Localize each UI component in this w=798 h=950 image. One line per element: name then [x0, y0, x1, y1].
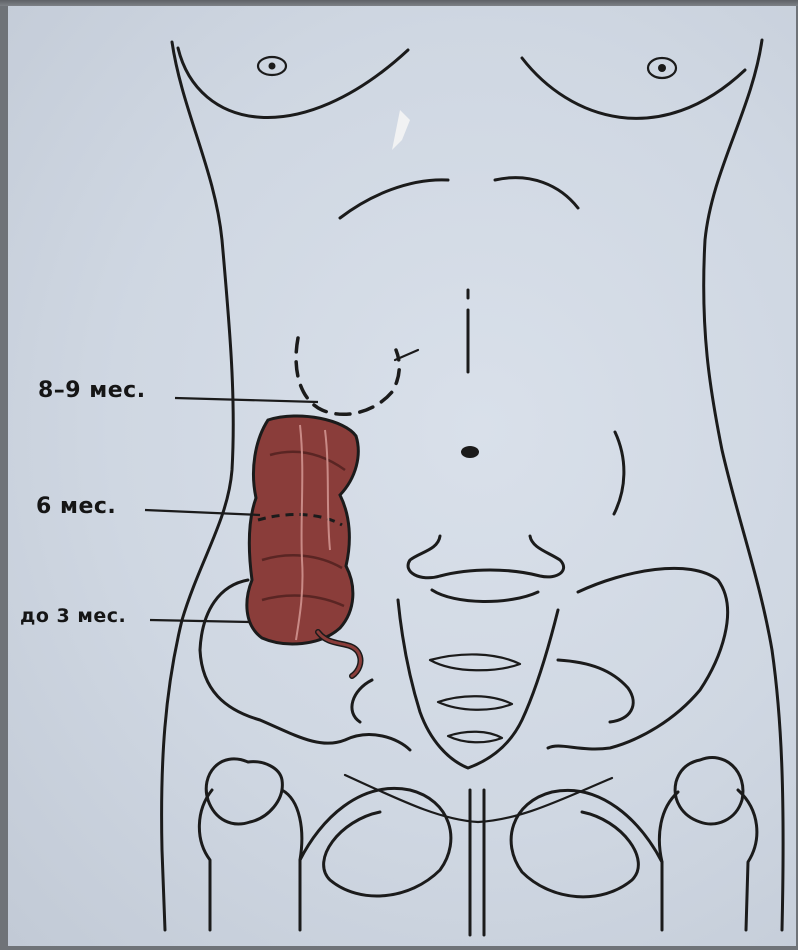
body-outline-left: [162, 42, 234, 930]
left-femoral-head: [206, 759, 282, 824]
vertebra-l5: [432, 590, 538, 602]
sacral-ala-left: [352, 680, 372, 722]
label-up-to-3-months: до 3 мес.: [20, 605, 126, 627]
left-obturator: [300, 788, 451, 896]
flank-curve: [614, 432, 624, 514]
pubic-symphysis: [470, 790, 484, 935]
rib-arch-right: [495, 178, 578, 208]
sacral-segment-1: [430, 654, 520, 670]
cecum-colon-illustration: [247, 416, 361, 676]
right-breast: [522, 58, 745, 118]
right-iliac-crest: [548, 568, 728, 749]
pelvic-floor: [345, 775, 612, 822]
sacral-segment-3: [448, 732, 502, 743]
label-8-9-months: 8–9 мес.: [38, 378, 146, 403]
right-femur: [659, 790, 756, 930]
rib-arch-left: [340, 180, 448, 218]
right-obturator: [511, 790, 662, 896]
sacral-segment-2: [438, 696, 512, 710]
leader-6-months: [145, 510, 260, 515]
leader-8-9-months: [175, 398, 318, 402]
sacral-ala-right: [558, 660, 633, 722]
right-femoral-head: [675, 758, 743, 824]
label-6-months: 6 мес.: [36, 494, 116, 519]
left-nipple: [258, 57, 286, 75]
right-nipple: [648, 58, 676, 78]
glare-mark: [392, 110, 410, 150]
vertebra-l4: [408, 536, 564, 578]
left-breast: [178, 48, 408, 117]
leader-3-months: [150, 620, 250, 622]
navel: [461, 446, 479, 458]
